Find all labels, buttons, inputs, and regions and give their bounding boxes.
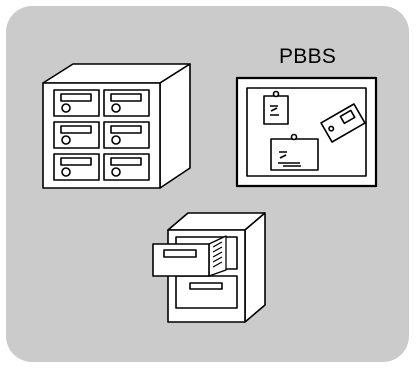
mailbox-slot: [54, 90, 99, 116]
mailbox-slot: [54, 154, 99, 180]
closed-drawer: [176, 276, 237, 308]
mailbox-slot: [54, 122, 99, 148]
pinned-note: [264, 92, 288, 125]
mailbox-slot: [104, 122, 149, 148]
bulletin-board-icon: [237, 78, 376, 186]
filing-cabinet-icon: [153, 213, 265, 322]
mailbox-cabinet-icon: [43, 64, 190, 188]
pinned-note: [271, 135, 318, 171]
open-drawer: [153, 236, 237, 276]
mailbox-slot: [104, 90, 149, 116]
mailbox-slot: [104, 154, 149, 180]
bulletin-board-label: PBBS: [279, 45, 336, 69]
